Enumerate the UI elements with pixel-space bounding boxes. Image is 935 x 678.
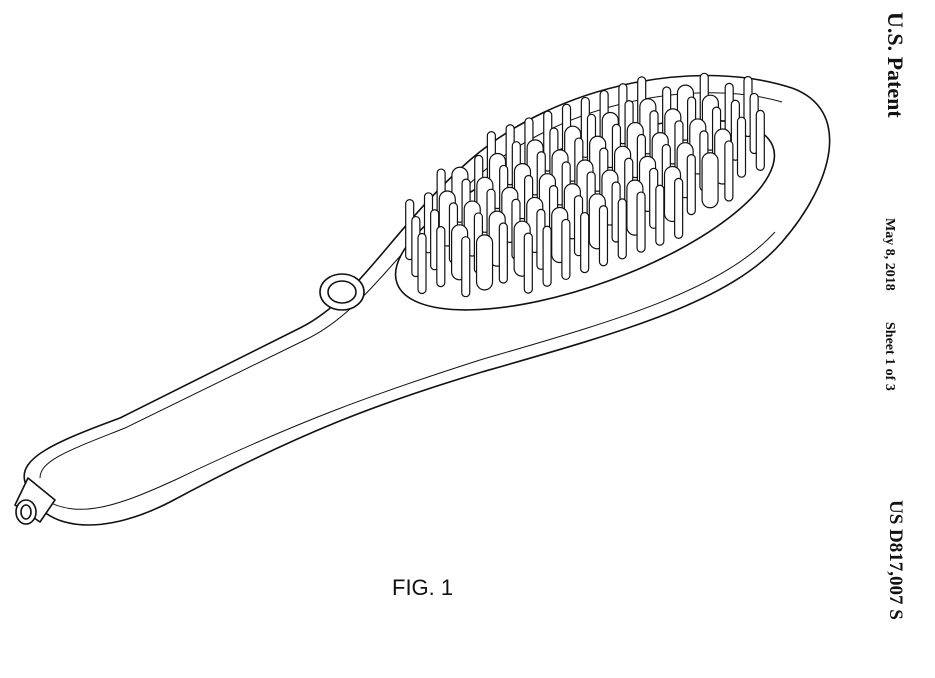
bristle — [725, 141, 733, 201]
bristle — [687, 155, 695, 215]
bristle — [675, 178, 683, 238]
bristle — [637, 192, 645, 252]
bristle — [738, 117, 746, 177]
bristle — [499, 223, 507, 283]
header-patent-number: US D817,007 S — [884, 500, 906, 620]
bristle — [477, 235, 493, 290]
bristle — [543, 226, 551, 286]
header-date: May 8, 2018 — [881, 218, 897, 291]
bristle — [524, 233, 532, 293]
figure-label: FIG. 1 — [392, 575, 453, 601]
bristle — [756, 110, 764, 170]
header-publisher: U.S. Patent — [882, 12, 908, 118]
bristle — [618, 199, 626, 259]
header-sheet: Sheet 1 of 3 — [881, 322, 897, 391]
bristle — [656, 185, 664, 245]
bristle — [437, 227, 445, 287]
power-button — [320, 274, 364, 310]
bristle — [599, 206, 607, 266]
bristle — [581, 213, 589, 273]
bristle — [702, 153, 718, 208]
bristle — [418, 233, 426, 293]
bristle — [462, 237, 470, 297]
bristle — [562, 219, 570, 279]
